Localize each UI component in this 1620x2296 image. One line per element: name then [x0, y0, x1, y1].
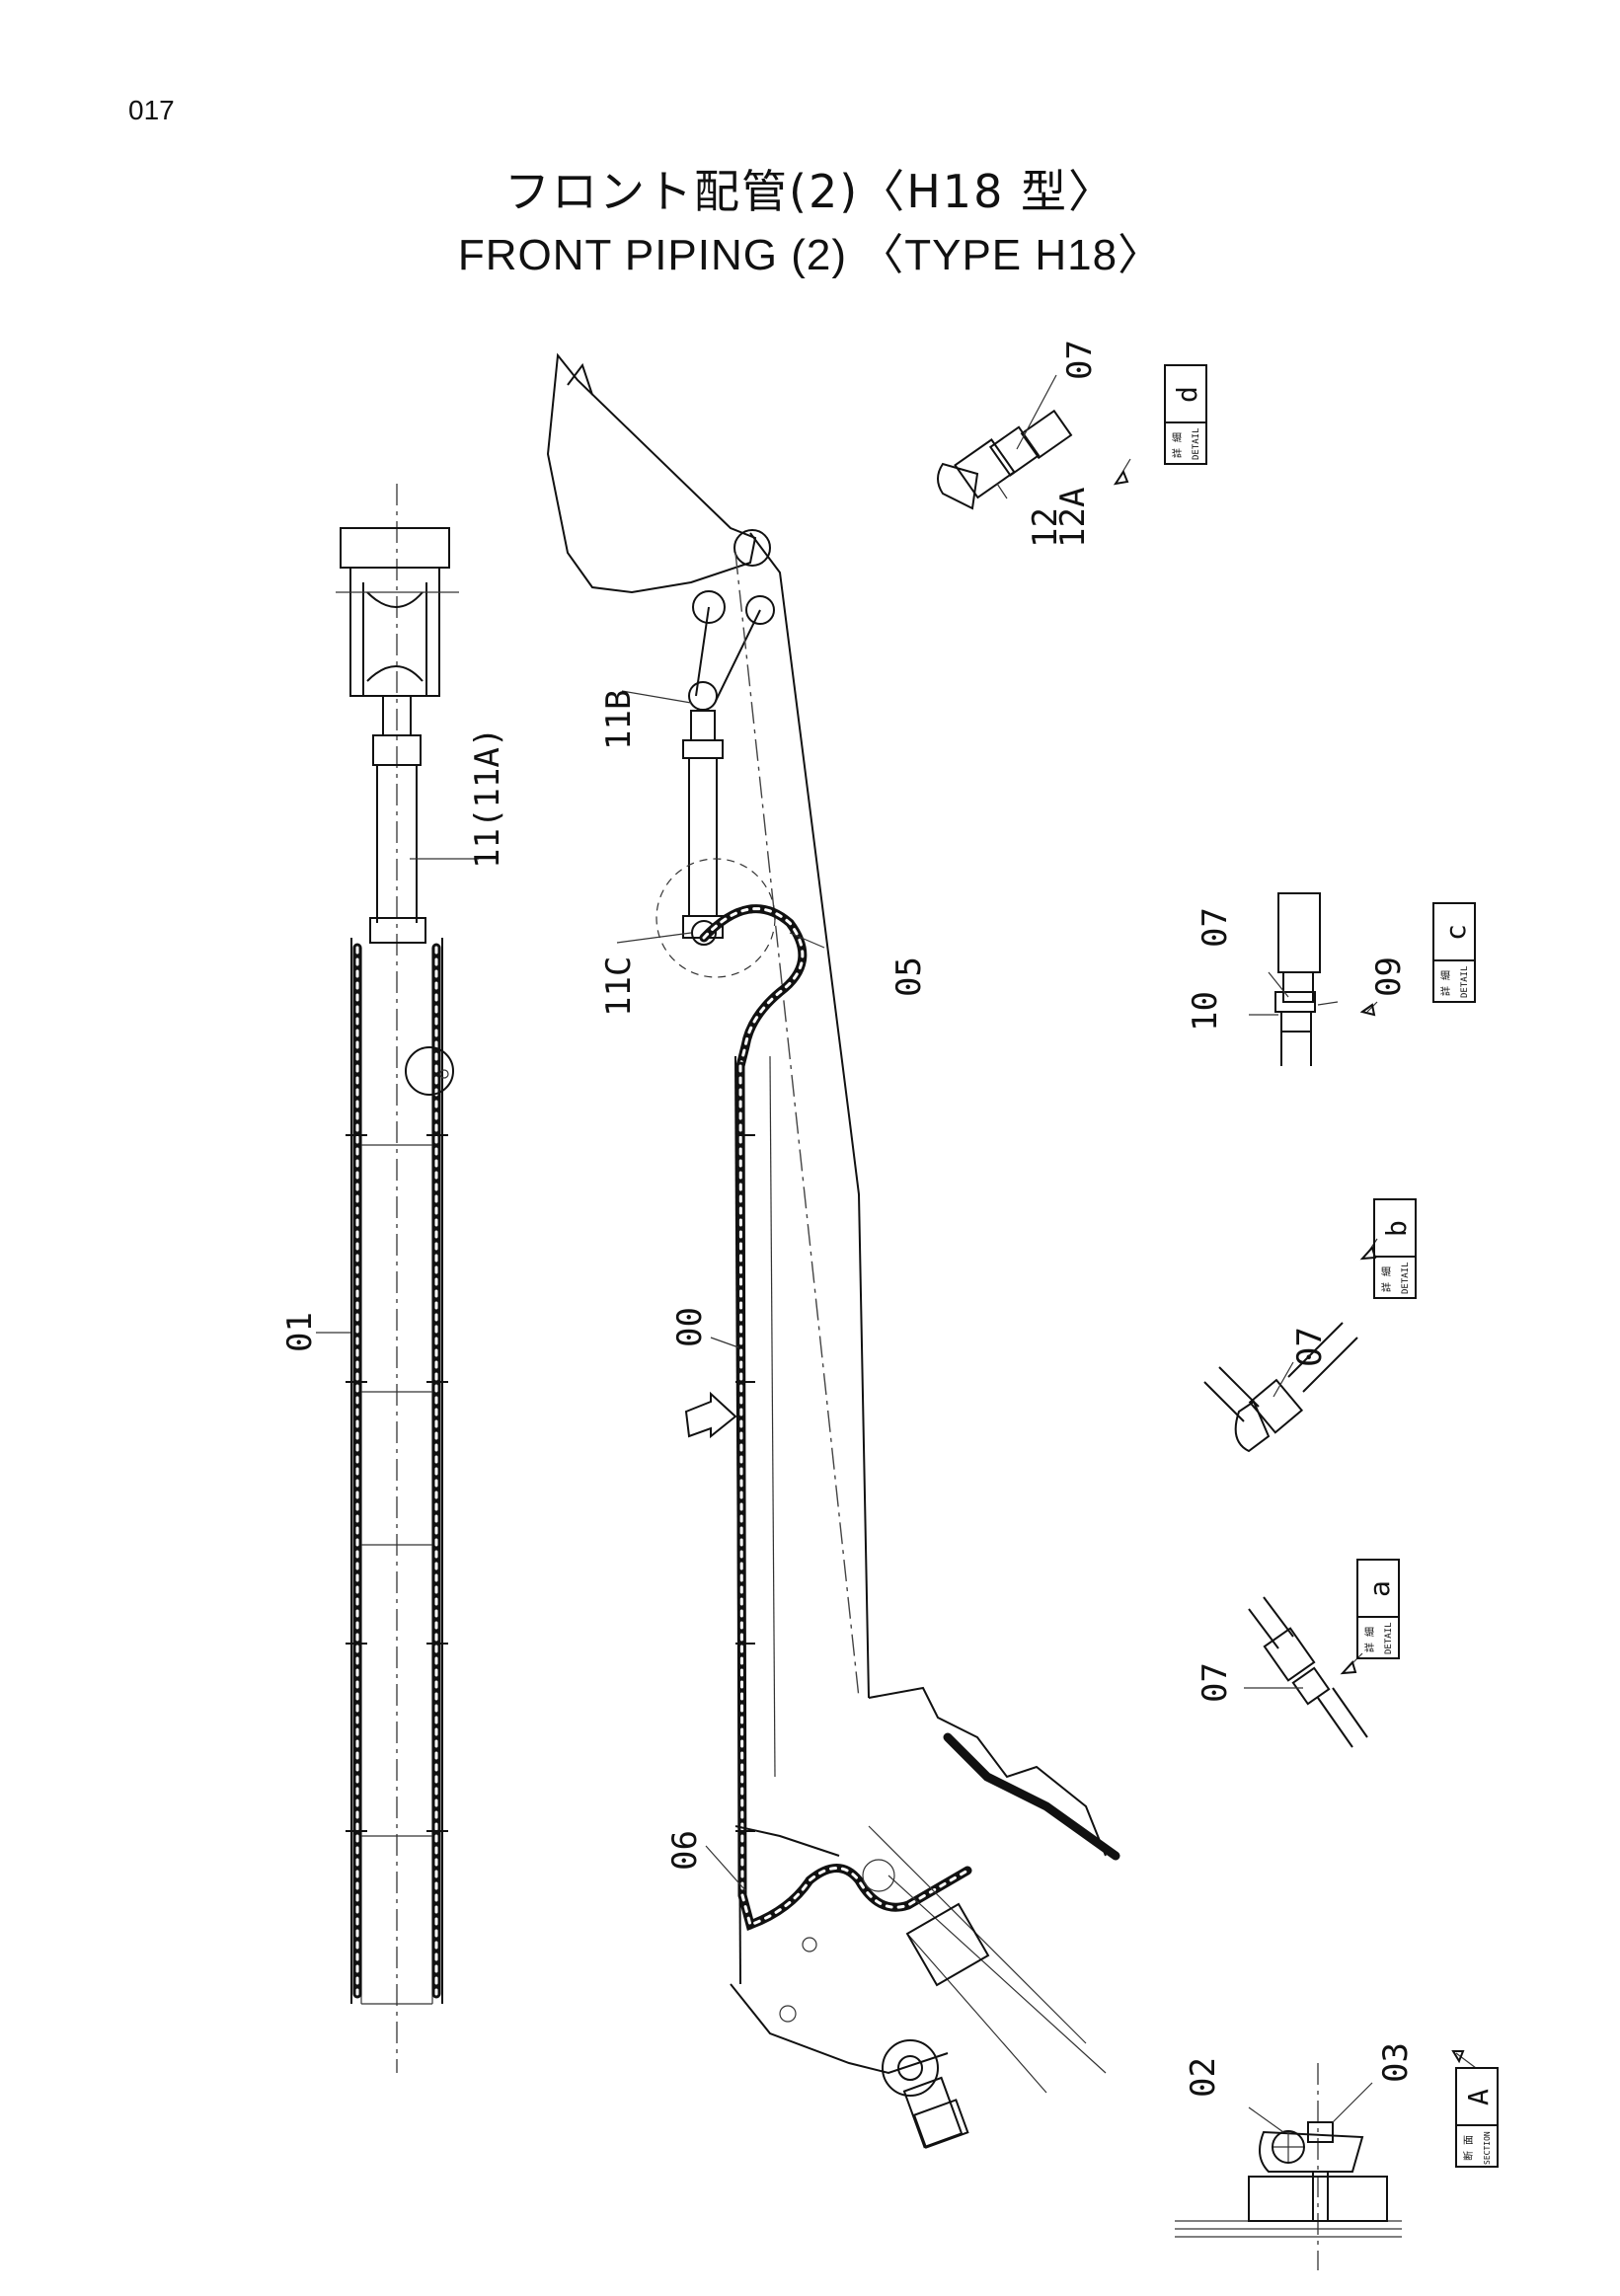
svg-text:a: a: [1363, 1580, 1396, 1597]
label-07-d: 07: [1060, 340, 1100, 380]
svg-text:詳 細: 詳 細: [1439, 970, 1452, 996]
label-12: 12: [1026, 507, 1065, 548]
svg-text:DETAIL: DETAIL: [1401, 1262, 1411, 1294]
detail-box-c: 詳 細 DETAIL c: [1432, 902, 1476, 1003]
page-number: 017: [128, 95, 175, 125]
detail-box-a: 詳 細 DETAIL a: [1356, 1559, 1400, 1659]
page-title-jp: フロント配管(2)〈H18 型〉: [504, 165, 1116, 218]
label-12a: 12A: [1053, 488, 1093, 548]
label-09: 09: [1369, 957, 1409, 997]
label-06: 06: [665, 1830, 705, 1871]
section-a-view: [1175, 2050, 1477, 2270]
svg-text:d: d: [1171, 386, 1203, 403]
label-07-a: 07: [1196, 1662, 1235, 1703]
label-07-c: 07: [1196, 907, 1235, 948]
label-00: 00: [670, 1307, 710, 1347]
boom-side-view: [546, 352, 1120, 2149]
page-title-en: FRONT PIPING (2) 〈TYPE H18〉: [457, 231, 1163, 279]
svg-text:b: b: [1380, 1220, 1413, 1237]
label-10: 10: [1186, 991, 1225, 1032]
svg-text:詳 細: 詳 細: [1363, 1627, 1376, 1652]
detail-box-d: 詳 細 DETAIL d: [1164, 364, 1207, 465]
svg-text:A: A: [1462, 2089, 1495, 2105]
svg-text:詳 細: 詳 細: [1380, 1266, 1393, 1292]
svg-text:c: c: [1439, 924, 1472, 941]
arm-top-view: [316, 484, 479, 2073]
label-11c: 11C: [599, 957, 639, 1017]
detail-c-view: [1249, 892, 1378, 1066]
svg-text:詳 細: 詳 細: [1171, 432, 1184, 458]
label-11b: 11B: [599, 690, 639, 750]
svg-text:SECTION: SECTION: [1483, 2131, 1492, 2165]
detail-b-view: [1203, 1238, 1378, 1453]
section-box-a: 断 面 SECTION A: [1455, 2067, 1499, 2168]
svg-text:DETAIL: DETAIL: [1384, 1622, 1394, 1654]
detail-d-view: [937, 374, 1131, 510]
svg-text:DETAIL: DETAIL: [1460, 965, 1470, 998]
label-05: 05: [889, 957, 929, 997]
label-03: 03: [1376, 2042, 1416, 2083]
label-11-11a: 11(11A): [468, 727, 507, 869]
label-01: 01: [280, 1312, 320, 1352]
detail-box-b: 詳 細 DETAIL b: [1373, 1198, 1417, 1299]
svg-text:DETAIL: DETAIL: [1192, 427, 1201, 460]
label-02: 02: [1184, 2057, 1223, 2098]
label-07-b: 07: [1290, 1327, 1330, 1367]
detail-a-view: [1244, 1596, 1368, 1748]
svg-text:断 面: 断 面: [1462, 2135, 1475, 2161]
